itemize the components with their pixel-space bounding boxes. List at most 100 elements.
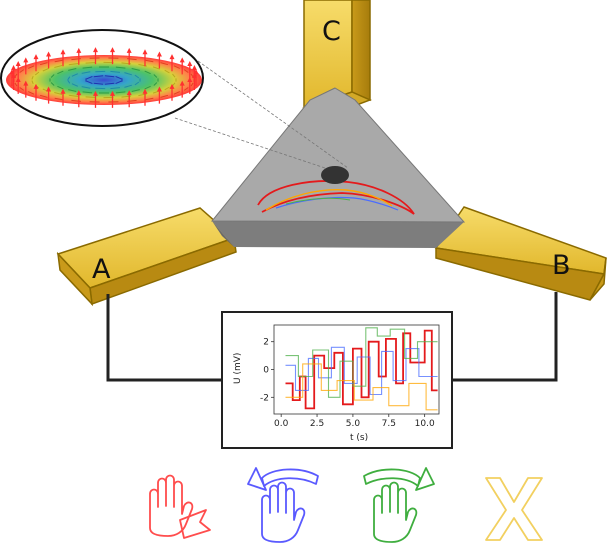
- field-arrow: [86, 80, 93, 85]
- rim-arrowhead: [15, 76, 21, 82]
- field-arrow: [67, 76, 71, 81]
- field-arrow: [152, 66, 161, 70]
- rim-arrowhead: [142, 88, 148, 94]
- field-arrow: [19, 69, 25, 73]
- x-tick-label: 10.0: [415, 419, 435, 429]
- rim-arrowhead: [46, 86, 52, 92]
- hand-rotate-right-icon: [363, 467, 435, 543]
- vortex-inset: [0, 29, 204, 127]
- field-arrow: [31, 76, 34, 80]
- field-arrow: [39, 62, 48, 66]
- field-arrow: [27, 65, 35, 69]
- field-arrow: [144, 59, 154, 63]
- rim-arrowhead: [60, 88, 66, 94]
- rim-arrowhead: [169, 54, 175, 60]
- field-arrow: [153, 82, 158, 86]
- field-arrow: [173, 65, 181, 69]
- field-arrow: [115, 66, 126, 69]
- series-line-1: [285, 329, 438, 410]
- rim-arrowhead: [46, 51, 52, 57]
- field-arrow: [31, 80, 34, 84]
- rim-arrowhead: [15, 61, 21, 67]
- field-arrow: [144, 85, 151, 90]
- y-tick-label: -2: [260, 393, 269, 403]
- rim-arrowhead: [60, 49, 66, 55]
- field-arrow: [124, 72, 132, 76]
- rim-arrowhead: [76, 47, 82, 53]
- rim-arrowhead: [33, 83, 39, 89]
- field-arrow: [85, 62, 96, 64]
- field-arrow: [183, 87, 189, 91]
- field-arrow: [131, 68, 140, 71]
- field-arrow: [104, 82, 115, 85]
- field-arrow: [50, 74, 55, 78]
- field-arrow: [42, 67, 49, 72]
- field-arrow: [124, 84, 132, 88]
- field-arrow: [172, 73, 176, 78]
- rim-arrowhead: [33, 54, 39, 60]
- rim-arrowhead: [109, 90, 115, 96]
- zoom-lines: [174, 60, 349, 169]
- rim-arrowhead: [142, 49, 148, 55]
- field-arrow: [134, 81, 140, 86]
- rim-arrowhead: [179, 80, 185, 86]
- field-arrow: [68, 63, 78, 66]
- field-arrow: [67, 79, 71, 84]
- rim-arrowhead: [156, 51, 162, 57]
- rim-arrowhead: [126, 90, 132, 96]
- series-line-3: [285, 327, 438, 398]
- rim-arrowhead: [76, 90, 82, 96]
- field-arrow: [27, 91, 35, 95]
- field-arrow: [82, 66, 93, 69]
- rim-arrowhead: [93, 47, 99, 53]
- rim-arrowhead: [11, 64, 17, 70]
- rim-arrowhead: [23, 57, 29, 63]
- field-arrow: [172, 82, 176, 87]
- field-arrow: [131, 89, 140, 92]
- field-arrow: [134, 74, 140, 79]
- x-tick-label: 7.5: [382, 419, 396, 429]
- electrode-a: A: [56, 207, 237, 307]
- y-tick-label: 0: [263, 366, 269, 376]
- field-arrow: [19, 87, 25, 91]
- rim-arrowhead: [187, 76, 193, 82]
- field-arrow: [81, 86, 91, 89]
- electrode-a-label: A: [92, 254, 111, 285]
- field-arrow: [68, 68, 77, 71]
- field-arrow: [190, 82, 194, 87]
- field-arrow: [144, 70, 151, 75]
- field-arrow: [115, 75, 122, 80]
- field-arrow: [34, 71, 40, 76]
- rim-arrowhead: [187, 61, 193, 67]
- field-arrow: [164, 86, 170, 91]
- rim-arrowhead: [179, 57, 185, 63]
- field-arrow: [54, 92, 63, 95]
- x-tick-label: 0.0: [274, 419, 289, 429]
- rim-arrowhead: [156, 86, 162, 92]
- field-arrow: [160, 62, 169, 66]
- y-tick-label: 2: [263, 338, 269, 348]
- triangular-dish: [210, 87, 466, 248]
- field-arrow: [68, 89, 77, 92]
- field-arrow: [57, 70, 64, 75]
- field-arrow: [54, 97, 64, 101]
- field-arrow: [54, 59, 64, 63]
- gesture-icons: [149, 467, 543, 543]
- field-arrow: [93, 82, 104, 85]
- field-arrow: [82, 91, 93, 94]
- series-line-4: [285, 363, 438, 411]
- field-arrow: [183, 69, 189, 73]
- field-arrow: [14, 82, 18, 87]
- field-arrow: [164, 69, 170, 74]
- electrode-b: B: [434, 206, 607, 301]
- field-arrow: [160, 94, 169, 98]
- rim-arrowhead: [23, 80, 29, 86]
- particle-trajectories: [257, 180, 415, 215]
- field-arrow: [173, 91, 181, 95]
- field-arrow: [153, 74, 158, 78]
- wires: [106, 292, 558, 382]
- field-arrow: [110, 87, 120, 90]
